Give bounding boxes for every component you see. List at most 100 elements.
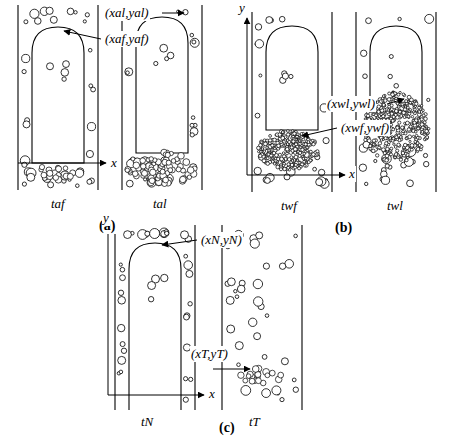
- bubble-circle: [388, 92, 391, 95]
- bubble-circle: [74, 11, 77, 14]
- bubble-circle: [427, 98, 430, 101]
- bubble-circle: [86, 150, 93, 157]
- bubble-circle: [278, 153, 281, 156]
- bubble-circle: [298, 167, 301, 170]
- bubble-circle: [184, 254, 188, 258]
- bubble-circle: [399, 136, 402, 139]
- bubble-circle: [374, 159, 377, 162]
- bubble-circle: [249, 378, 255, 384]
- bubble-circle: [405, 137, 407, 139]
- bubble-circle: [254, 297, 263, 306]
- bubble-circle: [126, 71, 130, 75]
- bubble-circle: [47, 63, 54, 70]
- bubble-circle: [165, 57, 169, 61]
- bubble-circle: [417, 127, 420, 130]
- bubble-circle: [411, 116, 413, 118]
- bubble-circle: [27, 173, 35, 181]
- bubble-circle: [397, 143, 400, 146]
- bubble-circle: [142, 170, 148, 176]
- leader-arrows: [64, 13, 404, 369]
- bubble-circle: [283, 167, 287, 171]
- bubble-circle: [316, 179, 323, 186]
- bubble-circle: [87, 179, 92, 184]
- bubble-circle: [271, 144, 274, 147]
- bubble-circle: [304, 163, 308, 167]
- bubble-circle: [405, 159, 408, 162]
- bubble-circle: [279, 168, 282, 171]
- bubble-circle: [121, 348, 126, 353]
- bubble-circle: [53, 175, 59, 181]
- bubble-circle: [408, 135, 412, 139]
- axes: [18, 18, 345, 395]
- bubble-circle: [293, 145, 295, 147]
- bubble-circle: [403, 108, 406, 111]
- bubble-circle: [366, 18, 372, 24]
- bubble-circle: [401, 151, 404, 154]
- bubble-circle: [259, 74, 262, 77]
- bubble-circle: [262, 389, 271, 398]
- bubble-circle: [409, 109, 411, 111]
- bubble-circle: [305, 157, 308, 160]
- bubble-circle: [255, 40, 263, 48]
- bubble-circle: [365, 182, 368, 185]
- bubble-circle: [379, 100, 383, 104]
- bubble-circle: [307, 141, 310, 144]
- bubble-circle: [369, 144, 372, 147]
- bubble-circle: [293, 147, 297, 151]
- bubble-circle: [396, 126, 399, 129]
- bubble-circle: [417, 127, 420, 130]
- bubble-circle: [398, 17, 401, 20]
- bubble-circle: [425, 136, 429, 140]
- bubble-circle: [263, 150, 265, 152]
- bubble-circle: [410, 148, 413, 151]
- bubble-circle: [290, 156, 293, 159]
- bubble-circle: [385, 154, 389, 158]
- bubble-circle: [409, 140, 411, 142]
- bubble-circle: [266, 17, 273, 24]
- bubble-circle: [402, 93, 405, 96]
- bubble-circle: [405, 159, 408, 162]
- bubble-circle: [265, 373, 270, 378]
- bubble-circle: [133, 162, 140, 169]
- bubble-circle: [274, 147, 276, 149]
- bubble-circle: [385, 159, 389, 163]
- bubble-circle: [378, 142, 381, 145]
- bubble-circle: [280, 164, 283, 167]
- bubble-circle: [161, 274, 168, 281]
- bubble-circle: [120, 342, 125, 347]
- bubble-circle: [270, 154, 274, 158]
- bubble-circle: [279, 263, 285, 269]
- bubble-circle: [118, 324, 125, 331]
- bubble-circle: [415, 102, 418, 105]
- bubble-circle: [288, 140, 291, 143]
- bubble-circle: [361, 50, 367, 56]
- coordinate-label: (xwl,ywl): [326, 96, 376, 112]
- bubble-circle: [386, 147, 390, 151]
- bubble-circle: [270, 154, 273, 157]
- bubble-circle: [417, 126, 421, 130]
- bubble-circle: [67, 173, 73, 179]
- bubble-circle: [393, 96, 395, 98]
- bubble-circle: [120, 267, 125, 272]
- bubble-circle: [282, 130, 285, 133]
- bubble-circle: [311, 139, 314, 142]
- bubble-circle: [363, 74, 368, 79]
- bubble-circle: [186, 270, 193, 277]
- bubble-circle: [89, 84, 93, 88]
- bubble-circle: [299, 151, 302, 154]
- bubble-circle: [249, 318, 257, 326]
- bubble-circle: [378, 146, 381, 149]
- bubble-circle: [294, 155, 298, 159]
- bubble-circle: [390, 123, 393, 126]
- bubble-circle: [269, 370, 275, 376]
- bubble-circle: [425, 125, 428, 128]
- bubble-circle: [190, 33, 194, 37]
- bubble-circle: [417, 110, 420, 113]
- bubble-circle: [294, 151, 297, 154]
- bubble-circle: [421, 131, 424, 134]
- bubble-circle: [165, 152, 170, 157]
- bubble-circle: [228, 278, 236, 286]
- bubble-circle: [304, 143, 307, 146]
- taylor-bubble: [32, 17, 422, 410]
- bubble-circle: [171, 159, 176, 164]
